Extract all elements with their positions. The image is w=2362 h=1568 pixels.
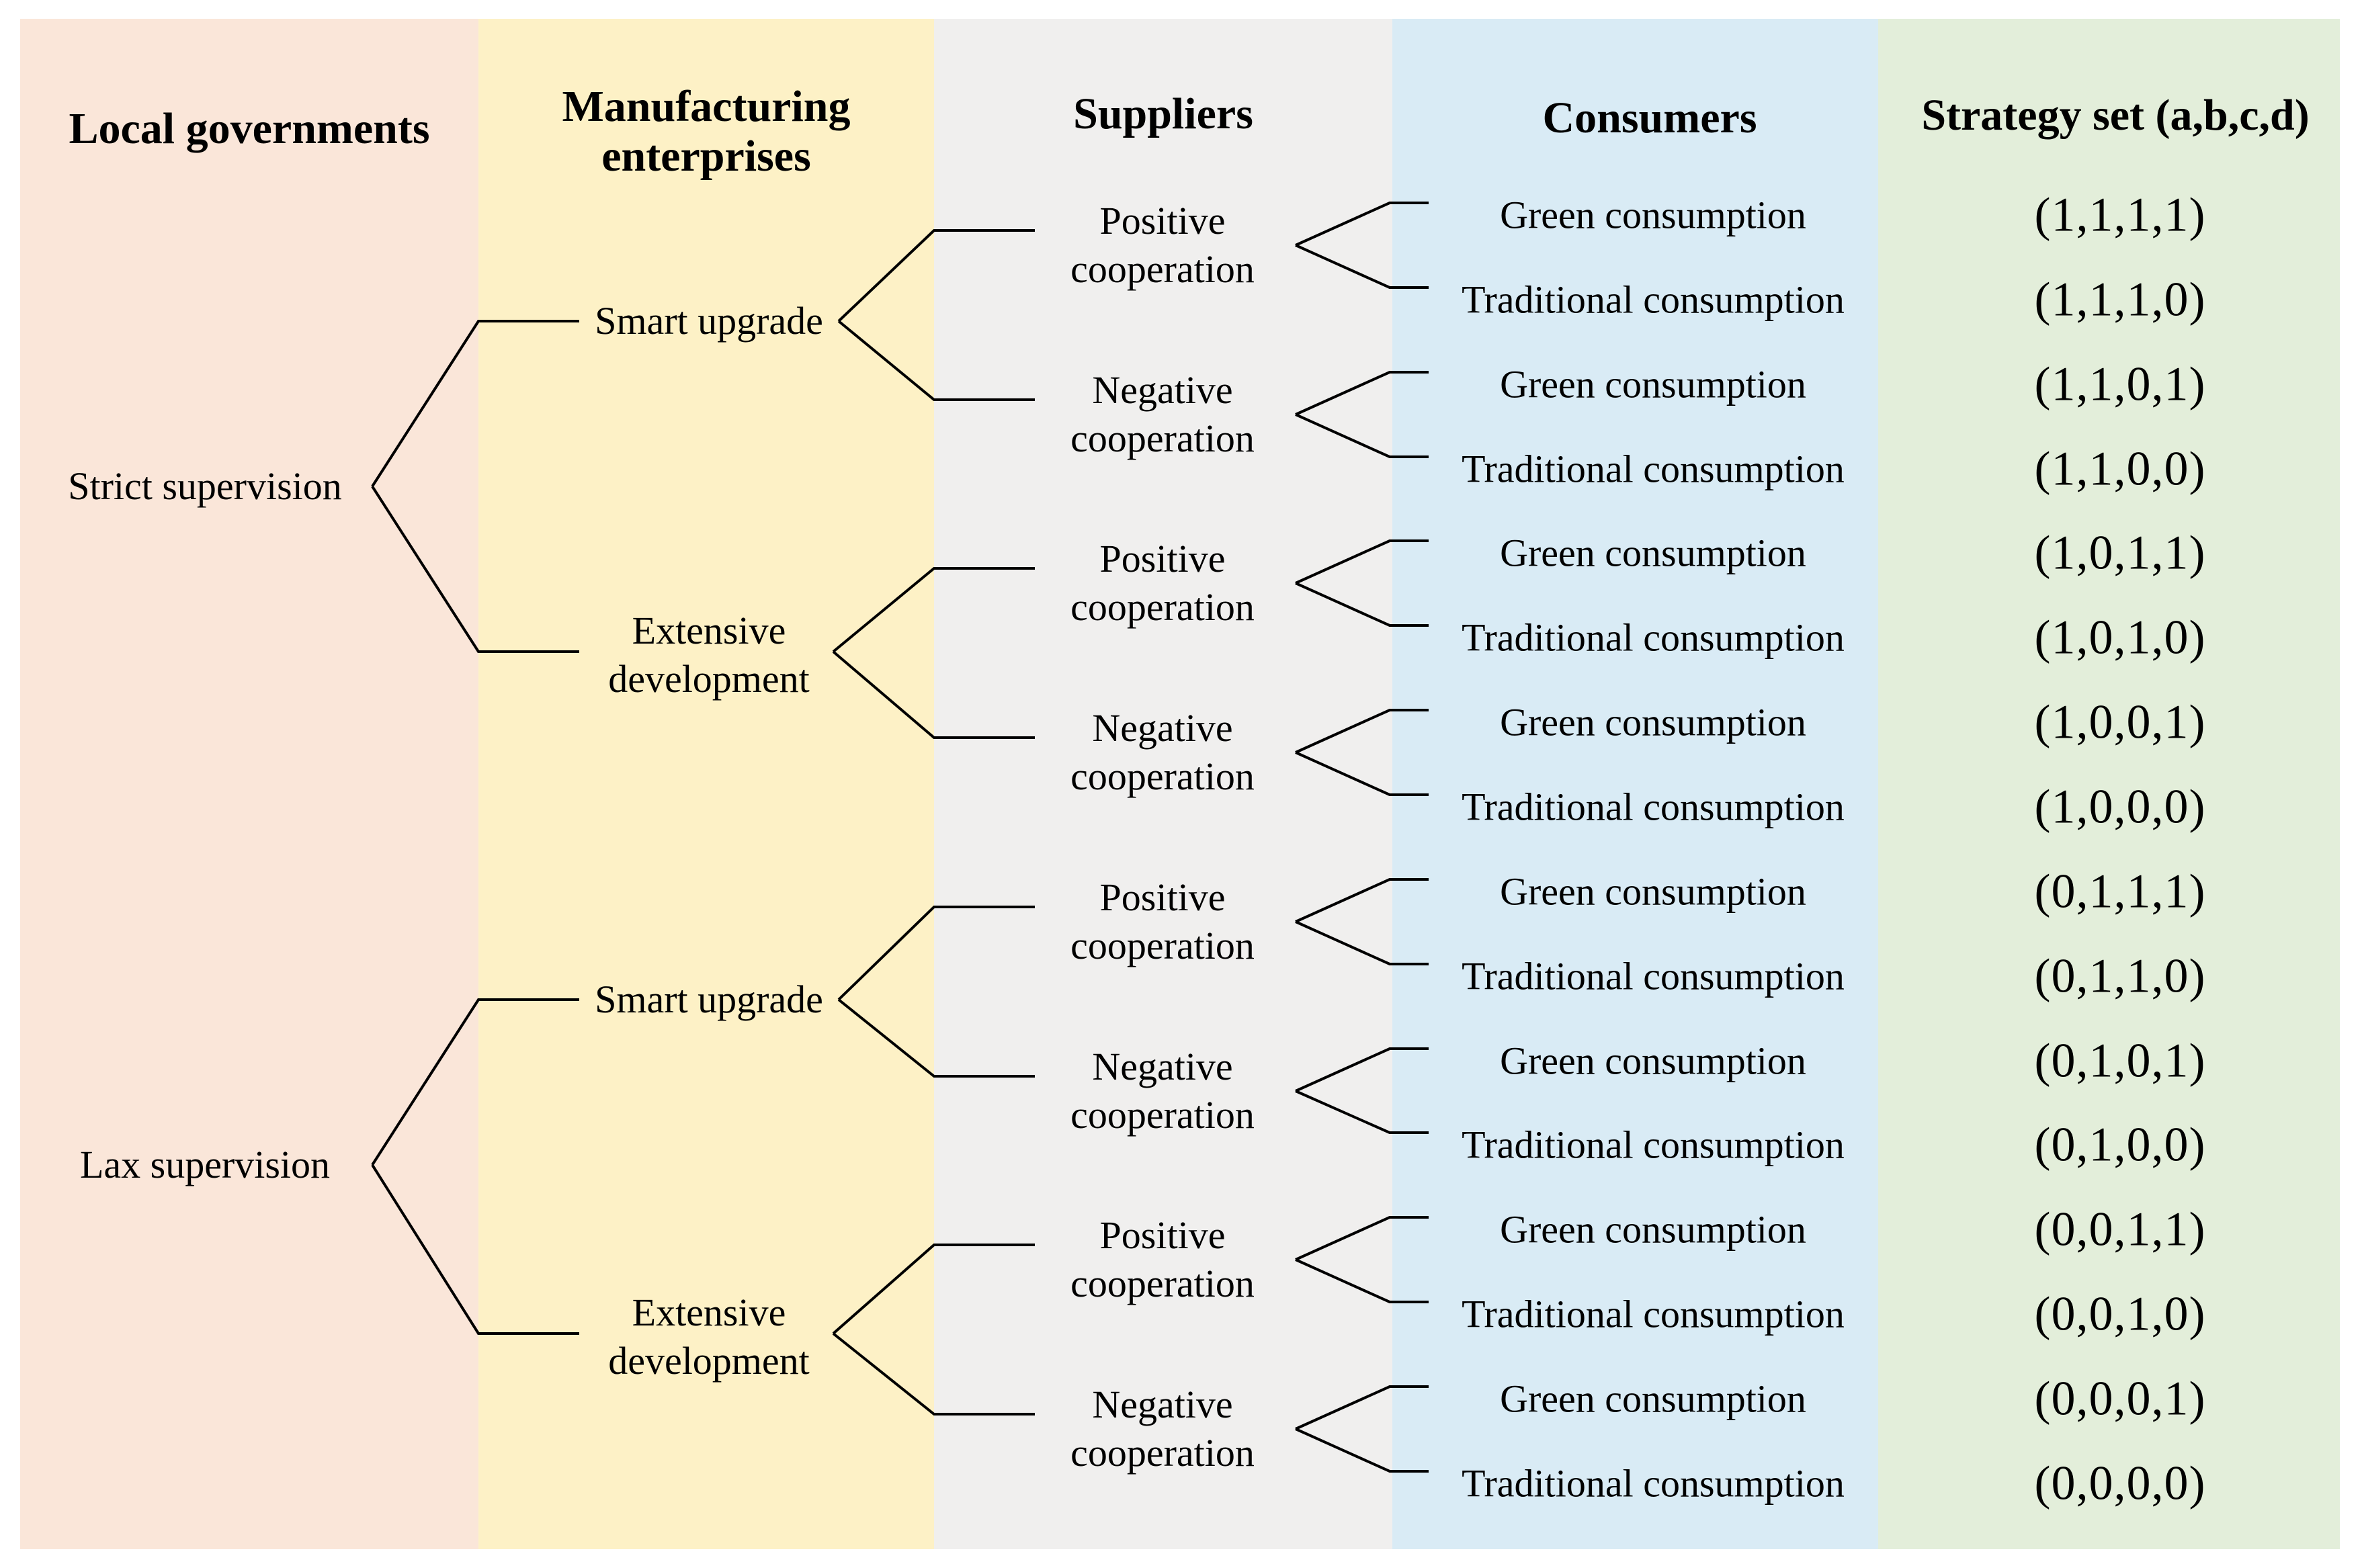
- consumer-leaf: Green consumption: [1500, 1207, 1806, 1252]
- consumer-leaf: Green consumption: [1500, 1377, 1806, 1421]
- supplier-node-positive-3: Positive cooperation: [1070, 875, 1255, 967]
- tree-edge: [837, 320, 1035, 401]
- tree-edge: [371, 320, 579, 488]
- tree-edge: [1295, 709, 1429, 754]
- column-header-suppliers: Suppliers: [1073, 89, 1253, 139]
- manufacturer-node-extensive-development-2: Extensive development: [608, 1291, 810, 1383]
- strategy-tuple: (0,0,1,0): [2034, 1287, 2206, 1341]
- manufacturer-node-smart-upgrade-1: Smart upgrade: [595, 299, 823, 343]
- consumer-leaf: Green consumption: [1500, 1039, 1806, 1083]
- consumer-leaf: Green consumption: [1500, 362, 1806, 406]
- tree-edge: [1295, 1385, 1429, 1430]
- supplier-node-positive-2: Positive cooperation: [1070, 537, 1255, 629]
- consumer-leaf: Traditional consumption: [1462, 447, 1845, 491]
- tree-edge: [837, 229, 1035, 322]
- strategy-tuple: (1,1,1,1): [2034, 187, 2206, 242]
- tree-edge: [1295, 413, 1429, 458]
- consumer-leaf: Traditional consumption: [1462, 1123, 1845, 1167]
- strategy-tuple: (1,1,0,0): [2034, 441, 2206, 496]
- tree-edge: [1295, 202, 1429, 247]
- strategy-tuple: (0,1,0,0): [2034, 1117, 2206, 1172]
- manufacturer-node-smart-upgrade-2: Smart upgrade: [595, 977, 823, 1022]
- tree-edge: [1295, 371, 1429, 416]
- government-node-strict-supervision: Strict supervision: [68, 464, 342, 509]
- tree-edge: [837, 906, 1035, 1001]
- tree-edge: [837, 998, 1035, 1078]
- consumer-leaf: Traditional consumption: [1462, 615, 1845, 660]
- supplier-node-negative-4: Negative cooperation: [1070, 1383, 1255, 1475]
- tree-edge: [1295, 751, 1429, 796]
- consumer-leaf: Traditional consumption: [1462, 277, 1845, 322]
- supplier-node-negative-1: Negative cooperation: [1070, 368, 1255, 460]
- consumer-leaf: Traditional consumption: [1462, 1292, 1845, 1336]
- strategy-tuple: (1,1,0,1): [2034, 357, 2206, 411]
- tree-edge: [1295, 878, 1429, 923]
- tree-edge: [1295, 539, 1429, 584]
- tree-edge: [1295, 920, 1429, 965]
- tree-edge: [1295, 1047, 1429, 1092]
- tree-edge: [371, 1164, 579, 1335]
- strategy-tuple: (0,0,0,0): [2034, 1456, 2206, 1510]
- tree-edge: [1295, 1428, 1429, 1473]
- strategy-tuple: (1,0,1,0): [2034, 610, 2206, 664]
- strategy-tuple: (0,0,1,1): [2034, 1202, 2206, 1256]
- supplier-node-positive-4: Positive cooperation: [1070, 1213, 1255, 1305]
- tree-edge: [1295, 1258, 1429, 1303]
- consumer-leaf: Green consumption: [1500, 700, 1806, 744]
- consumer-leaf: Traditional consumption: [1462, 785, 1845, 829]
- column-header-manufacturing-enterprises: Manufacturing enterprises: [562, 82, 851, 181]
- strategy-tuple: (1,0,0,0): [2034, 779, 2206, 834]
- column-band-strategy-set: [1878, 19, 2340, 1549]
- manufacturer-node-extensive-development-1: Extensive development: [608, 609, 810, 701]
- tree-edge: [832, 1332, 1035, 1415]
- column-header-strategy-set: Strategy set (a,b,c,d): [1921, 91, 2310, 140]
- consumer-leaf: Traditional consumption: [1462, 954, 1845, 998]
- strategy-tuple: (1,0,0,1): [2034, 695, 2206, 749]
- tree-edge: [832, 1244, 1035, 1335]
- column-header-consumers: Consumers: [1542, 93, 1757, 143]
- column-band-suppliers: [934, 19, 1392, 1549]
- strategy-tuple: (0,0,0,1): [2034, 1371, 2206, 1426]
- tree-edge: [1295, 582, 1429, 627]
- supplier-node-negative-2: Negative cooperation: [1070, 706, 1255, 798]
- tree-edge: [832, 650, 1035, 739]
- government-node-lax-supervision: Lax supervision: [79, 1143, 331, 1187]
- strategy-tuple: (0,1,1,0): [2034, 949, 2206, 1003]
- consumer-leaf: Green consumption: [1500, 531, 1806, 575]
- column-header-local-governments: Local governments: [69, 104, 430, 154]
- tree-edge: [1295, 1090, 1429, 1134]
- strategy-tuple: (1,0,1,1): [2034, 525, 2206, 580]
- consumer-leaf: Traditional consumption: [1462, 1461, 1845, 1506]
- tree-edge: [1295, 1216, 1429, 1261]
- column-band-manufacturing-enterprises: [478, 19, 934, 1549]
- tree-edge: [832, 567, 1035, 653]
- consumer-leaf: Green consumption: [1500, 193, 1806, 237]
- supplier-node-positive-1: Positive cooperation: [1070, 199, 1255, 291]
- tree-edge: [371, 485, 579, 653]
- tree-edge: [371, 998, 579, 1166]
- tree-edge: [1295, 244, 1429, 289]
- strategy-tuple: (0,1,0,1): [2034, 1033, 2206, 1088]
- strategy-tuple: (1,1,1,0): [2034, 272, 2206, 326]
- supplier-node-negative-3: Negative cooperation: [1070, 1045, 1255, 1137]
- column-band-consumers: [1392, 19, 1878, 1549]
- strategy-tuple: (0,1,1,1): [2034, 864, 2206, 918]
- consumer-leaf: Green consumption: [1500, 869, 1806, 914]
- column-band-local-governments: [20, 19, 478, 1549]
